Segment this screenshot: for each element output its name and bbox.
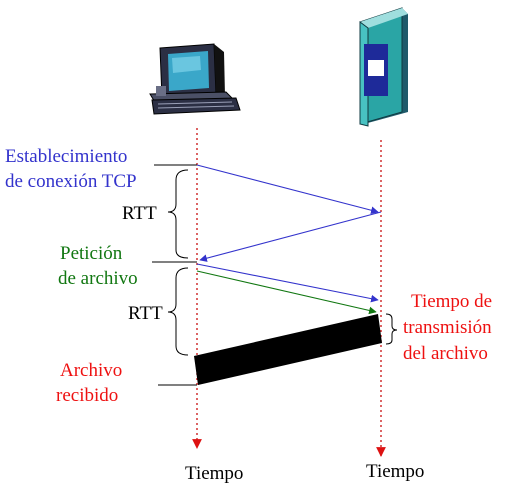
ack-arrow	[196, 263, 379, 303]
syn-arrow	[196, 164, 379, 214]
received-label-line2: recibido	[56, 385, 118, 406]
request-label-line1: Petición	[60, 243, 123, 264]
establish-label-line2: de conexión TCP	[5, 171, 137, 192]
synack-arrow	[199, 211, 382, 262]
rtt-brace-bottom	[167, 267, 189, 356]
client-time-label: Tiempo	[185, 463, 243, 484]
rtt-label-bottom: RTT	[128, 303, 163, 324]
transmission-label-line3: del archivo	[403, 343, 488, 364]
request-arrow	[196, 270, 377, 315]
establish-label-line1: Establecimiento	[5, 146, 127, 167]
transmission-label-line1: Tiempo de	[411, 291, 492, 312]
rtt-brace-top	[167, 169, 189, 259]
server-time-label: Tiempo	[366, 461, 424, 482]
request-label-line2: de archivo	[58, 268, 138, 289]
server-tower-icon	[359, 7, 408, 127]
received-label-line1: Archivo	[60, 360, 122, 381]
transmission-label-line2: transmisión	[403, 317, 492, 338]
transmission-brace	[385, 313, 398, 345]
desktop-computer-icon	[149, 43, 241, 115]
rtt-label-top: RTT	[122, 203, 157, 224]
file-transmission-bar	[194, 314, 382, 385]
